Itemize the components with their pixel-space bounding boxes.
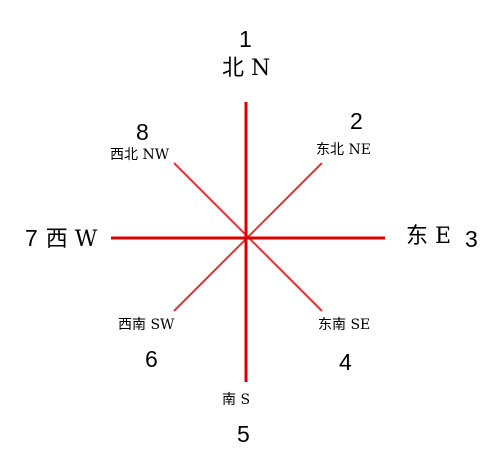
direction-label-southeast: 东南 SE (318, 317, 371, 333)
direction-label-east: 东 E (406, 224, 452, 249)
direction-number-southwest: 6 (145, 346, 158, 372)
direction-number-northeast: 2 (350, 108, 363, 134)
direction-text-west: 西 W (45, 227, 98, 252)
direction-number-southeast: 4 (339, 349, 352, 375)
direction-label-northeast: 东北 NE (316, 142, 371, 158)
direction-label-south: 南 S (222, 392, 251, 408)
direction-number-north: 1 (239, 26, 252, 52)
direction-label-northwest: 西北 NW (110, 147, 170, 163)
direction-number-northwest: 8 (136, 119, 149, 145)
direction-label-north: 北 N (222, 56, 271, 81)
direction-number-west: 7 (25, 225, 38, 251)
direction-label-west: 7 西 W (25, 227, 97, 251)
direction-number-east: 3 (465, 226, 478, 252)
direction-label-southwest: 西南 SW (118, 317, 175, 333)
direction-number-south: 5 (237, 421, 250, 447)
